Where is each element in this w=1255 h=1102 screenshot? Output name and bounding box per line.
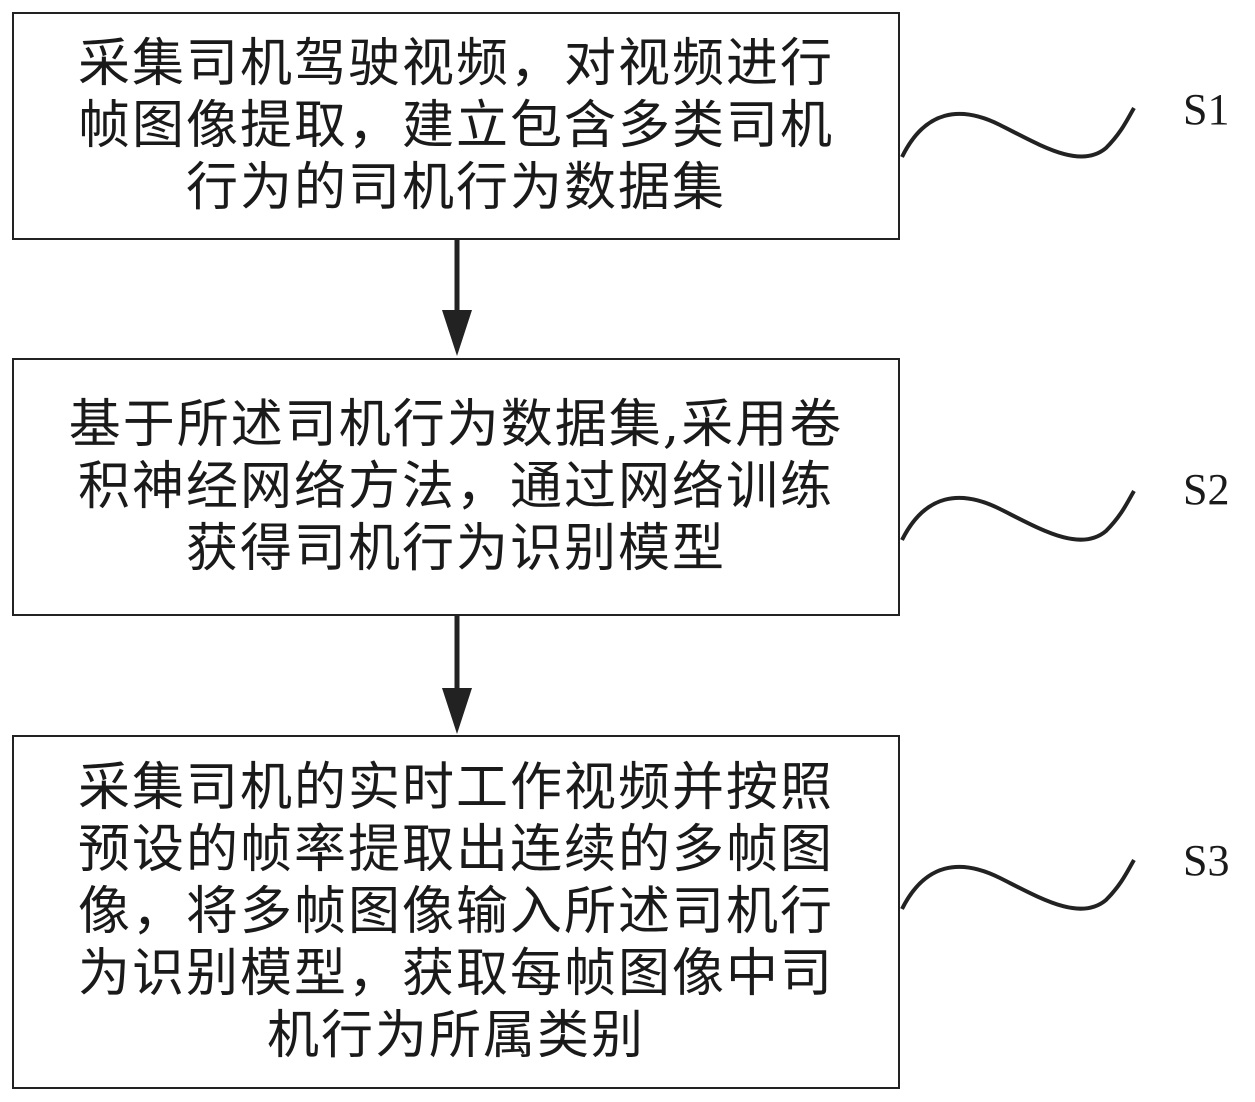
step-box-s3: 采集司机的实时工作视频并按照 预设的帧率提取出连续的多帧图 像，将多帧图像输入所… [12,735,900,1089]
step-s3-line-2: 预设的帧率提取出连续的多帧图 [77,820,834,880]
step-label-s3: S3 [1183,836,1230,885]
step-label-s1: S1 [1183,85,1230,134]
step-s3-line-4: 为识别模型，获取每帧图像中司 [77,944,834,1004]
step-s2-line-2: 积神经网络方法，通过网络训练 [77,457,834,517]
step-s2-line-1: 基于所述司机行为数据集,采用卷 [68,395,844,455]
leader-squiggle-s2 [900,489,1136,542]
leader-squiggle-s3 [900,858,1136,911]
leader-squiggle-s1 [900,106,1136,159]
step-box-s1: 采集司机驾驶视频，对视频进行 帧图像提取，建立包含多类司机 行为的司机行为数据集 [12,12,900,240]
arrowhead-s2-to-s3 [442,688,472,734]
step-s3-line-5: 机行为所属类别 [266,1006,645,1066]
step-s3-line-1: 采集司机的实时工作视频并按照 [77,758,834,818]
step-label-s2: S2 [1183,465,1230,514]
step-s1-line-1: 采集司机驾驶视频，对视频进行 [77,34,834,94]
step-box-s2: 基于所述司机行为数据集,采用卷 积神经网络方法，通过网络训练 获得司机行为识别模… [12,358,900,616]
step-s1-line-2: 帧图像提取，建立包含多类司机 [77,96,834,156]
step-s1-line-3: 行为的司机行为数据集 [185,158,726,218]
step-s3-line-3: 像，将多帧图像输入所述司机行 [77,882,834,942]
step-s2-line-3: 获得司机行为识别模型 [185,519,726,579]
arrowhead-s1-to-s2 [442,310,472,356]
